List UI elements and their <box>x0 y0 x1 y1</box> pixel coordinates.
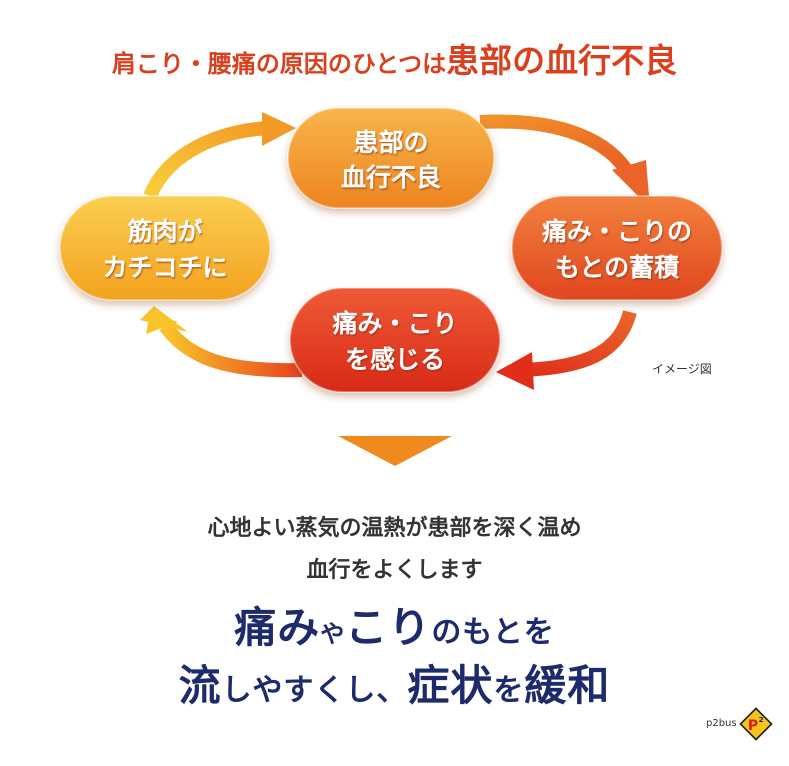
logo-suffix: 2 <box>759 716 764 724</box>
main-line1-segment: や <box>320 620 346 648</box>
main-line2-segment: を <box>493 673 525 708</box>
main-line2-segment: 緩和 <box>524 661 611 710</box>
cycle-node-blood-flow: 患部の 血行不良 <box>287 107 495 209</box>
node-right-line1: 痛み・こりの <box>542 217 692 246</box>
main-message-line-1: 痛みやこりのもとを <box>0 594 789 655</box>
logo-letter: P <box>748 718 758 734</box>
main-line1-segment: 痛み <box>234 603 321 652</box>
headline-emphasis: 患部の血行不良 <box>446 41 678 80</box>
headline-lead: 肩こり・腰痛の原因のひとつは <box>111 50 447 78</box>
node-bottom-line1: 痛み・こり <box>332 309 457 338</box>
headline: 肩こり・腰痛の原因のひとつは患部の血行不良 <box>0 34 789 82</box>
brand-text: p2bus <box>706 718 737 729</box>
main-line2-segment: しやすくし、 <box>221 673 408 708</box>
node-left-line1: 筋肉が <box>127 217 202 246</box>
cycle-diagram: 患部の 血行不良 痛み・こりの もとの蓄積 痛み・こり を感じる 筋肉が カチコ… <box>59 107 723 466</box>
main-line1-segment: こり <box>345 603 432 652</box>
cycle-node-stiff-muscle: 筋肉が カチコチに <box>59 195 271 301</box>
cycle-node-feel-pain: 痛み・こり を感じる <box>289 287 501 393</box>
node-right-line2: もとの蓄積 <box>555 253 679 282</box>
node-top-line1: 患部の <box>353 128 428 157</box>
down-chevron-icon <box>338 436 452 466</box>
main-line2-segment: 流 <box>178 661 222 710</box>
cycle-node-accumulation: 痛み・こりの もとの蓄積 <box>511 195 723 301</box>
node-bottom-line2: を感じる <box>345 345 445 374</box>
main-line1-segment: のもとを <box>431 615 555 650</box>
brand-logo-icon: P 2 <box>739 707 773 741</box>
sub-line-1: 心地よい蒸気の温熱が患部を深く温め <box>207 516 582 541</box>
main-message-line-2: 流しやすくし、症状を緩和 <box>0 652 789 713</box>
node-left-line2: カチコチに <box>102 253 227 282</box>
arrow-right-to-bottom <box>496 309 637 390</box>
node-top-line2: 血行不良 <box>341 163 441 192</box>
main-line2-segment: 症状 <box>407 661 494 710</box>
arrow-bottom-to-left <box>140 306 303 378</box>
image-note: イメージ図 <box>652 362 712 376</box>
arrow-left-to-top <box>143 112 296 199</box>
sub-line-2: 血行をよくします <box>306 558 483 583</box>
